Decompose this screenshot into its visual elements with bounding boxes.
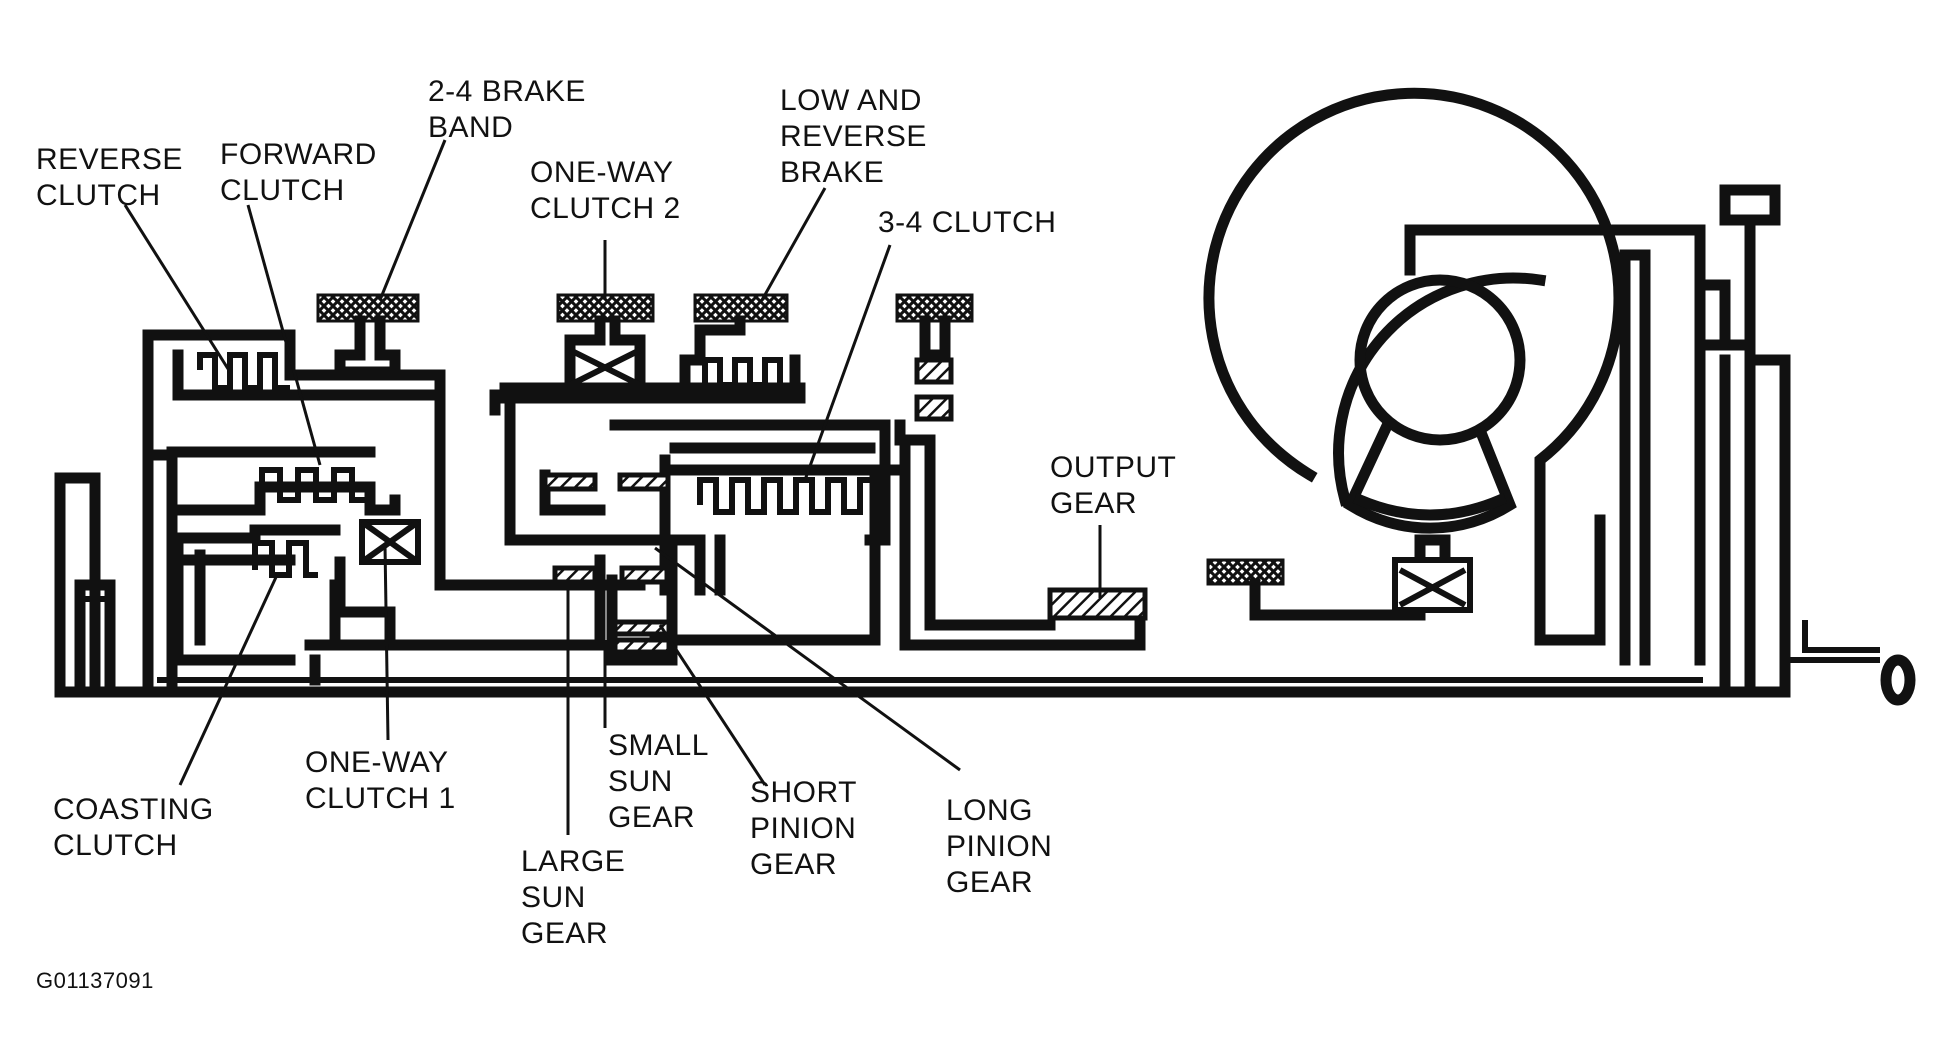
label-short-pinion-gear: SHORT PINION GEAR <box>750 776 857 881</box>
leader-lines <box>123 139 1102 835</box>
forward-clutch-plates <box>259 467 370 503</box>
main-shaft <box>54 677 1786 698</box>
input-housing <box>54 472 116 698</box>
label-clutch-34: 3-4 CLUTCH <box>878 206 1057 239</box>
output-gear-assembly <box>879 419 1148 651</box>
planetary-gear-set <box>542 472 678 666</box>
coasting-clutch-plates <box>252 540 318 578</box>
low-reverse-brake <box>679 293 801 396</box>
label-coasting-clutch: COASTING CLUTCH <box>53 793 214 862</box>
one-way-clutch-1 <box>334 519 421 651</box>
reverse-clutch-plates <box>197 352 290 391</box>
figure-code: G01137091 <box>36 968 154 993</box>
label-reverse-clutch: REVERSE CLUTCH <box>36 143 183 212</box>
label-low-reverse-brake: LOW AND REVERSE BRAKE <box>780 84 927 189</box>
brake-band <box>316 293 420 378</box>
clutch-34 <box>649 293 974 646</box>
label-small-sun-gear: SMALL SUN GEAR <box>608 729 709 834</box>
label-large-sun-gear: LARGE SUN GEAR <box>521 845 626 950</box>
label-forward-clutch: FORWARD CLUTCH <box>220 138 377 207</box>
label-one-way-clutch-2: ONE-WAY CLUTCH 2 <box>530 156 681 225</box>
label-long-pinion-gear: LONG PINION GEAR <box>946 794 1053 899</box>
differential <box>1203 87 1916 706</box>
label-output-gear: OUTPUT GEAR <box>1050 451 1177 520</box>
label-one-way-clutch-1: ONE-WAY CLUTCH 1 <box>305 746 456 815</box>
one-way-clutch-2 <box>556 293 655 396</box>
label-brake-band: 2-4 BRAKE BAND <box>428 75 586 144</box>
